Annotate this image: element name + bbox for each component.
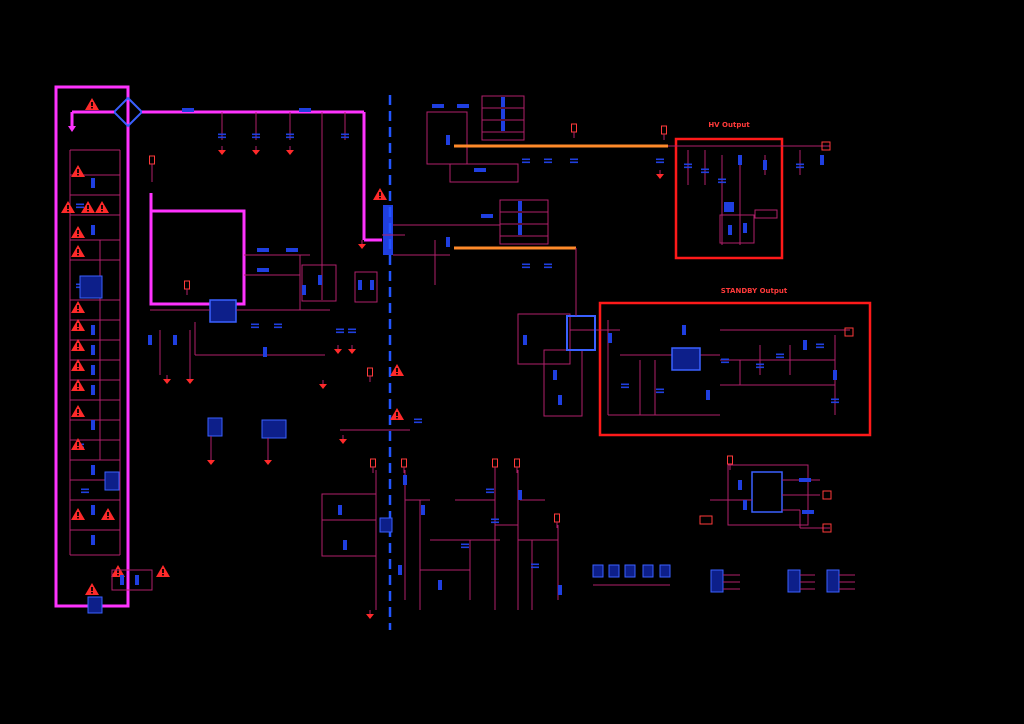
pfc-ic (209, 299, 237, 323)
header-1 (710, 569, 724, 593)
ac-connector (87, 596, 103, 614)
signal-connector-3 (699, 515, 713, 525)
header-2 (787, 569, 801, 593)
hv-output-connector (821, 141, 831, 151)
optocoupler (379, 517, 393, 533)
block-title-hv-output: HV Output (708, 121, 750, 129)
regulator-ic-2 (261, 419, 287, 439)
signal-connector-1 (822, 490, 832, 500)
ac-filter-chip (79, 275, 103, 299)
warning-triangle-icon (61, 98, 170, 595)
bridge-rectifier-section (68, 96, 382, 300)
standby-output-connector (844, 327, 854, 337)
regulator-ic-1 (207, 417, 223, 437)
standby-controller-ic (671, 347, 701, 371)
bridge-rectifier (112, 96, 144, 128)
standby-output-block: STANDBY Output (517, 248, 872, 437)
signal-connector-2 (822, 523, 832, 533)
block-title-standby-output: STANDBY Output (721, 287, 788, 295)
main-transformer-section (301, 188, 420, 355)
feedback-section (321, 364, 562, 620)
hv-output-block: HV Output (655, 121, 831, 260)
signal-section (592, 455, 855, 593)
main-transformer (383, 205, 393, 255)
ac-input-section (54, 85, 170, 614)
standby-transformer (566, 315, 596, 351)
secondary-rectifier-section (420, 95, 668, 285)
line-filter (104, 471, 120, 491)
connector-row (592, 564, 671, 586)
signal-ic (751, 471, 783, 513)
pfc-controller-section (148, 155, 330, 466)
header-3 (826, 569, 840, 593)
